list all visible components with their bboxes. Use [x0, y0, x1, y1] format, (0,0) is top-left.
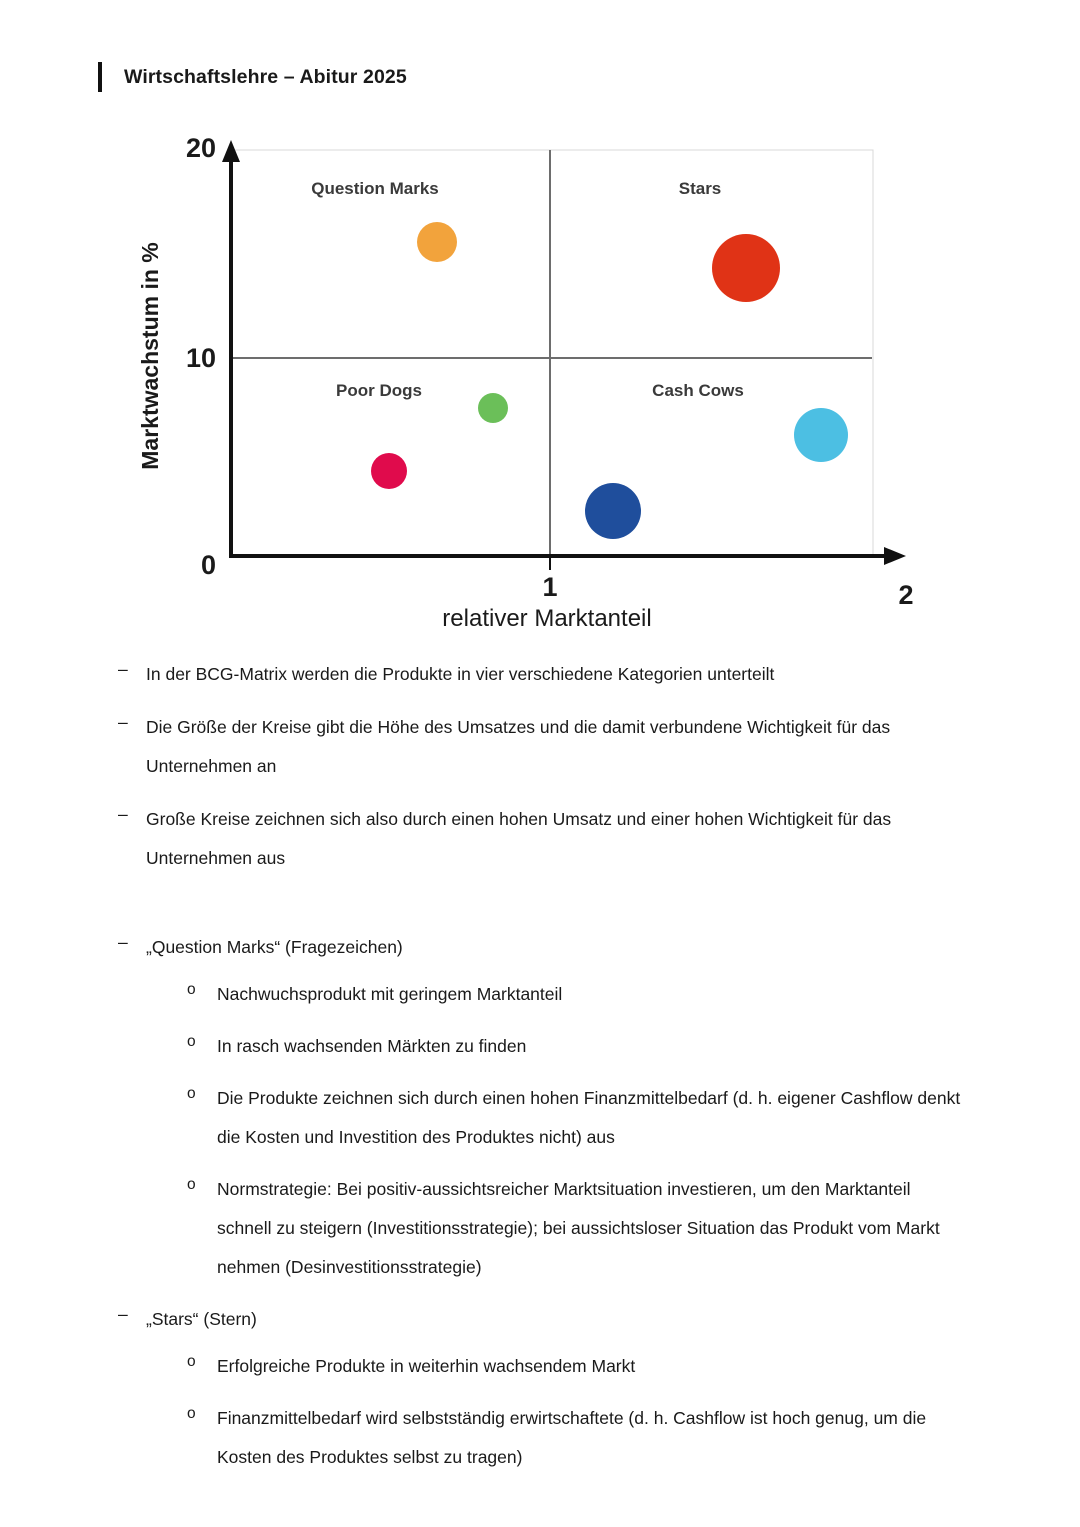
circle-marker: o	[187, 1033, 196, 1050]
dash-marker: –	[118, 932, 128, 952]
bullet-text: Die Größe der Kreise gibt die Höhe des U…	[146, 717, 891, 776]
bubble-darkblue-cash-cows	[585, 483, 641, 539]
dash-marker: –	[118, 712, 128, 732]
document-header: Wirtschaftslehre – Abitur 2025	[98, 60, 407, 94]
quadrant-label-poor-dogs: Poor Dogs	[336, 381, 422, 400]
list-item: o Die Produkte zeichnen sich durch einen…	[118, 1079, 963, 1157]
circle-marker: o	[187, 1176, 196, 1193]
quadrant-box	[230, 149, 874, 557]
circle-marker: o	[187, 981, 196, 998]
quadrant-label-stars: Stars	[679, 179, 722, 198]
section-heading-text: „Stars“ (Stern)	[146, 1309, 257, 1329]
y-tick-label-20: 20	[186, 133, 216, 163]
list-item: – Die Größe der Kreise gibt die Höhe des…	[118, 708, 963, 786]
bcg-matrix-svg: 20 10 0 1 2 Marktwachstum in % relativer…	[137, 133, 914, 626]
list-item: o Nachwuchsprodukt mit geringem Marktant…	[118, 975, 963, 1014]
bubble-green-poor-dogs	[478, 393, 508, 423]
sub-bullet-text: Erfolgreiche Produkte in weiterhin wachs…	[217, 1356, 636, 1376]
bullet-text: Große Kreise zeichnen sich also durch ei…	[146, 809, 892, 868]
y-axis-arrowhead	[222, 140, 240, 162]
list-item: o Normstrategie: Bei positiv-aussichtsre…	[118, 1170, 963, 1287]
x-tick-label-2: 2	[898, 580, 913, 610]
list-item: – Große Kreise zeichnen sich also durch …	[118, 800, 963, 878]
bubble-crimson-poor-dogs	[371, 453, 407, 489]
circle-marker: o	[187, 1085, 196, 1102]
y-tick-label-10: 10	[186, 343, 216, 373]
dash-marker: –	[118, 804, 128, 824]
list-item: o Finanzmittelbedarf wird selbstständig …	[118, 1399, 963, 1477]
quadrant-label-question-marks: Question Marks	[311, 179, 439, 198]
circle-marker: o	[187, 1405, 196, 1422]
y-axis-title: Marktwachstum in %	[137, 242, 163, 470]
sub-bullet-text: Finanzmittelbedarf wird selbstständig er…	[217, 1408, 927, 1467]
sub-bullet-text: In rasch wachsenden Märkten zu finden	[217, 1036, 527, 1056]
dash-marker: –	[118, 1304, 128, 1324]
section-heading-text: „Question Marks“ (Fragezeichen)	[146, 937, 403, 957]
sub-bullet-text: Nachwuchsprodukt mit geringem Marktantei…	[217, 984, 563, 1004]
header-accent-bar	[98, 62, 102, 92]
bullet-text: In der BCG-Matrix werden die Produkte in…	[146, 664, 775, 684]
bubble-lightblue-cash-cows	[794, 408, 848, 462]
page-title: Wirtschaftslehre – Abitur 2025	[124, 65, 407, 88]
bcg-matrix-chart: 20 10 0 1 2 Marktwachstum in % relativer…	[120, 126, 960, 626]
sub-bullet-text: Die Produkte zeichnen sich durch einen h…	[217, 1088, 961, 1147]
bubble-red-stars	[712, 234, 780, 302]
section-heading-stars: – „Stars“ (Stern)	[118, 1300, 963, 1339]
x-tick-label-1: 1	[542, 572, 557, 602]
circle-marker: o	[187, 1353, 196, 1370]
dash-marker: –	[118, 659, 128, 679]
quadrant-label-cash-cows: Cash Cows	[652, 381, 744, 400]
document-body: – In der BCG-Matrix werden die Produkte …	[118, 655, 963, 1490]
list-item: o In rasch wachsenden Märkten zu finden	[118, 1027, 963, 1066]
y-tick-label-0: 0	[201, 550, 216, 580]
list-item: o Erfolgreiche Produkte in weiterhin wac…	[118, 1347, 963, 1386]
section-spacer	[118, 892, 963, 928]
section-heading-question-marks: – „Question Marks“ (Fragezeichen)	[118, 928, 963, 967]
x-axis-title: relativer Marktanteil	[442, 605, 651, 626]
bubble-orange-question-marks	[417, 222, 457, 262]
x-axis-arrowhead	[884, 547, 906, 565]
sub-bullet-text: Normstrategie: Bei positiv-aussichtsreic…	[217, 1179, 940, 1277]
list-item: – In der BCG-Matrix werden die Produkte …	[118, 655, 963, 694]
